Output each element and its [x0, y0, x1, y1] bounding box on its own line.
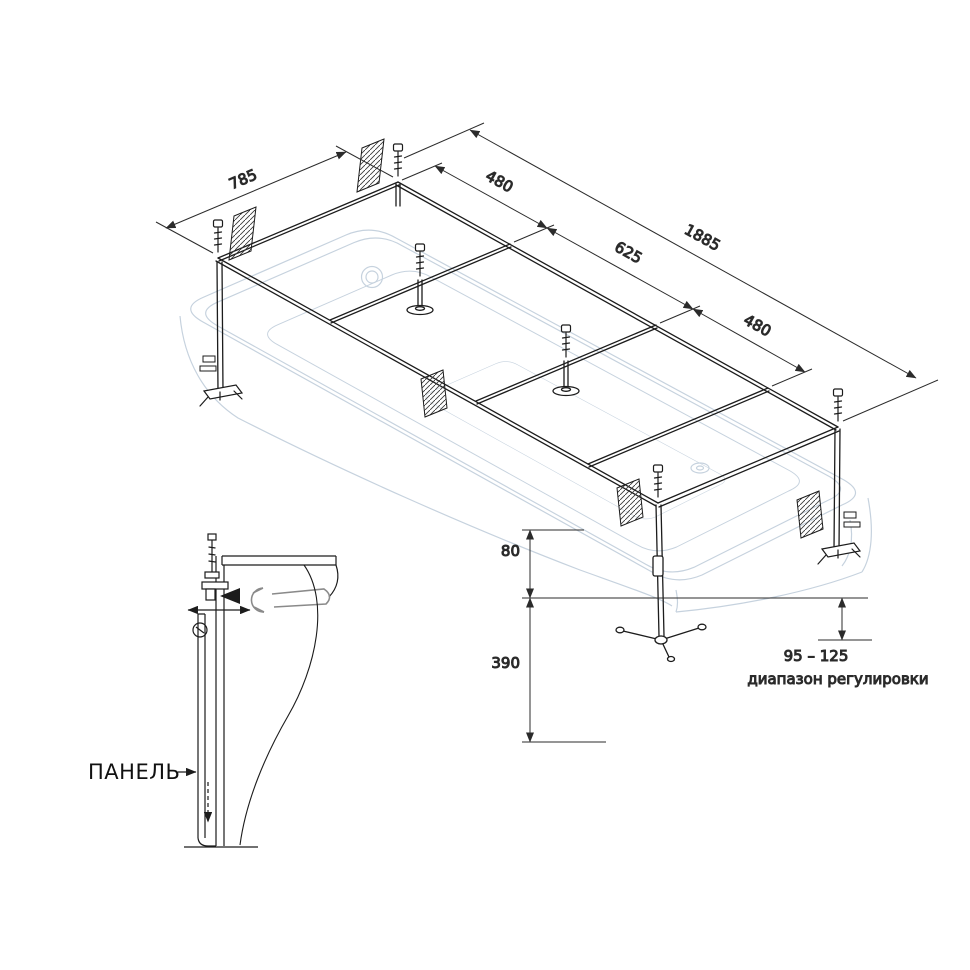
detail-fastener — [192, 622, 208, 638]
adjust-direction-pointer — [220, 588, 240, 604]
dim-heights: 80 390 — [491, 529, 868, 743]
tub-outer-rim — [190, 229, 857, 581]
detail-panel-foot — [197, 837, 216, 847]
leg-right — [833, 428, 841, 551]
dim-390-label: 390 — [491, 654, 520, 672]
leg-mid-1 — [417, 279, 423, 307]
tub-bottom-edge — [675, 571, 863, 613]
dim-adjust-range: 95 – 125 диапазон регулировки — [747, 597, 929, 689]
frame-cross-member-3 — [587, 387, 770, 468]
tub-body-silhouette — [179, 315, 673, 607]
frame-foot-rail — [657, 426, 840, 508]
bracket-head — [356, 138, 385, 193]
panel-label: ПАНЕЛЬ — [88, 760, 180, 784]
detail-rim-underside — [328, 564, 339, 598]
flange-foot-2-hub — [560, 387, 572, 392]
bracket-foot — [616, 478, 644, 527]
detail-fastener-slot — [195, 626, 205, 634]
dim-785: 785 — [155, 145, 394, 254]
leg-coupler — [652, 555, 664, 577]
wrench-icon — [250, 587, 331, 613]
flange-foot-1-hub — [414, 306, 426, 311]
tub-drain — [690, 462, 710, 474]
tub-drain-inner — [695, 465, 705, 471]
tub-apron-near — [675, 589, 679, 613]
panel-detail-inset: ПАНЕЛЬ — [88, 533, 339, 848]
dimensions: 785 480 625 480 1885 — [155, 122, 939, 743]
leg-head-short — [395, 183, 401, 207]
bracket-mid — [420, 369, 448, 418]
tub-bowl-edge — [267, 270, 800, 552]
tub-overflow-hole — [360, 265, 384, 289]
detail-tub-rim-section — [221, 555, 337, 566]
detail-tub-curve — [239, 564, 319, 846]
detail-clip-screw — [201, 533, 229, 601]
bracket-right — [796, 490, 824, 539]
tub-overflow-hole-inner — [365, 270, 379, 284]
leg-left — [216, 261, 224, 393]
tub-apron-right — [861, 497, 872, 573]
dim-range-caption: диапазон регулировки — [747, 670, 928, 688]
star-foot — [615, 623, 707, 663]
panel-clamp-right — [843, 511, 861, 528]
dim-range-label: 95 – 125 — [784, 647, 849, 665]
dim-80-label: 80 — [501, 542, 520, 560]
panel-clamp-left — [199, 355, 217, 372]
tub-inner-rim — [205, 237, 842, 573]
